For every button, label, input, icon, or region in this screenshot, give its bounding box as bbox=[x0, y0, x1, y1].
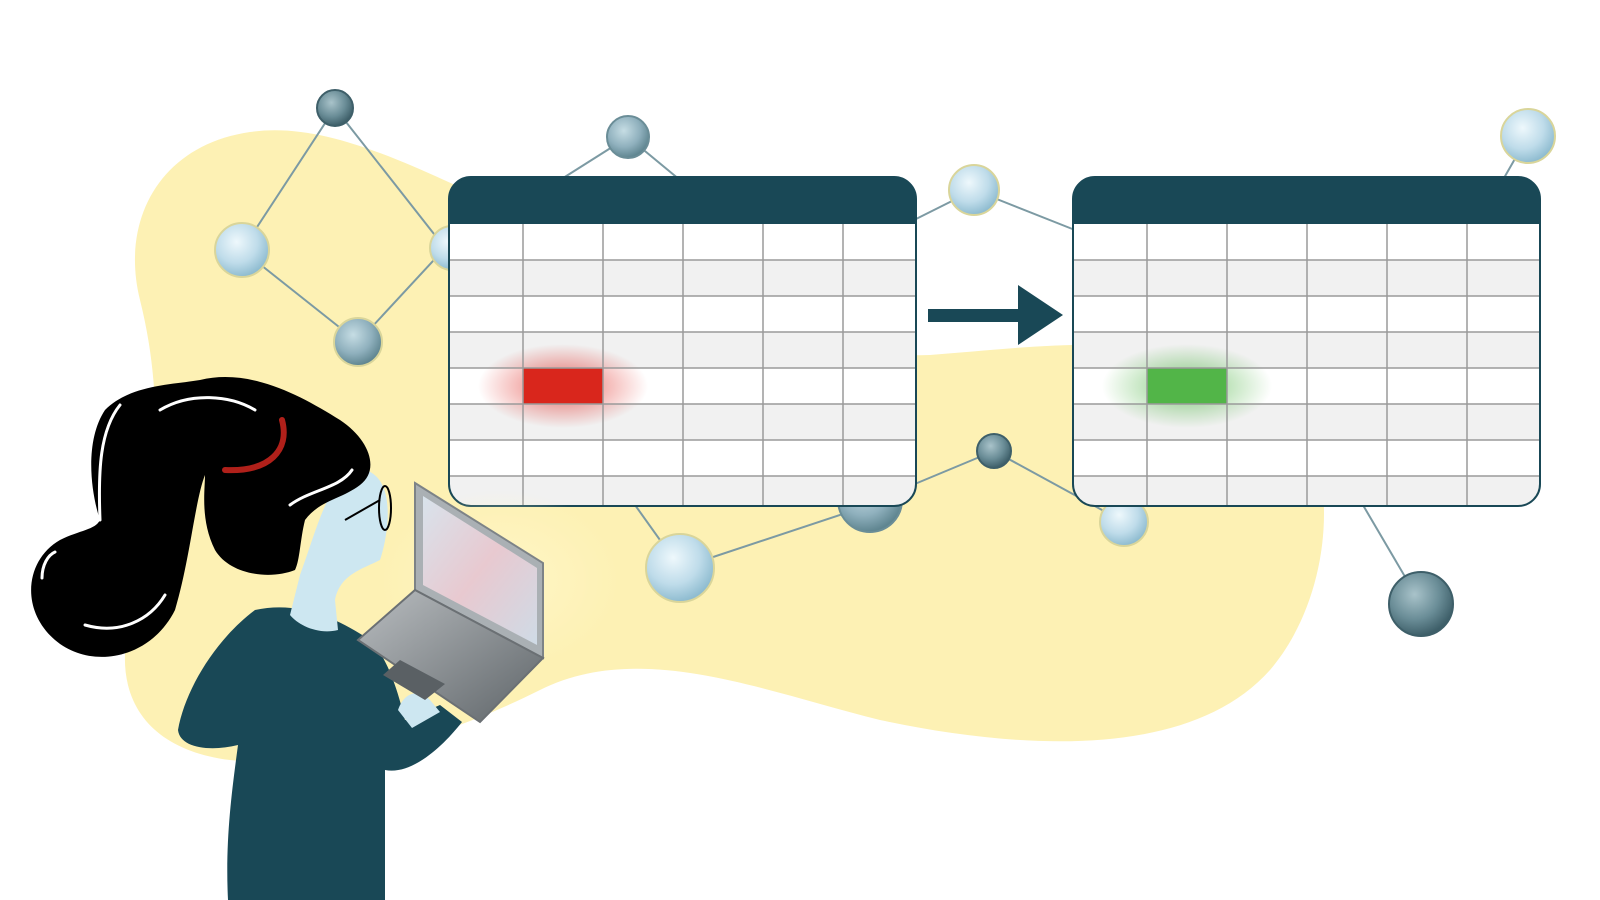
error-cell bbox=[523, 368, 603, 404]
node bbox=[948, 164, 1000, 216]
fixed-cell bbox=[1147, 368, 1227, 404]
node bbox=[214, 222, 270, 278]
node bbox=[645, 533, 715, 603]
node bbox=[606, 115, 650, 159]
arrow-right-icon bbox=[928, 285, 1063, 345]
glasses-icon bbox=[344, 485, 392, 531]
node bbox=[316, 89, 354, 127]
hair bbox=[31, 377, 371, 657]
spreadsheet-after bbox=[1072, 176, 1541, 507]
table-header bbox=[449, 177, 916, 224]
hand bbox=[398, 693, 440, 728]
node bbox=[1388, 571, 1454, 637]
shirt bbox=[178, 607, 462, 900]
node bbox=[333, 317, 383, 367]
table-border bbox=[448, 176, 917, 507]
woman-with-laptop bbox=[31, 377, 545, 900]
spreadsheets bbox=[448, 176, 1541, 507]
hair-tie bbox=[222, 417, 287, 474]
hair-highlights bbox=[40, 396, 354, 630]
table-border bbox=[1072, 176, 1541, 507]
node bbox=[976, 433, 1012, 469]
table-header bbox=[1073, 177, 1540, 224]
node bbox=[1500, 108, 1556, 164]
laptop-icon bbox=[356, 481, 545, 724]
spreadsheet-before bbox=[448, 176, 917, 507]
